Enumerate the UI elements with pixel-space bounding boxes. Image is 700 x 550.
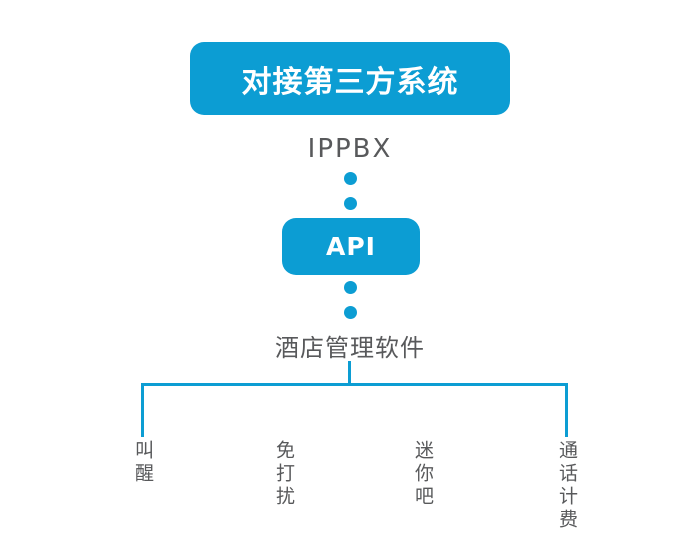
ippbx-label: IPPBX: [307, 134, 393, 164]
third-party-system-label: 对接第三方系统: [241, 64, 459, 100]
tree-horizontal-line: [141, 383, 568, 386]
connector-dot: [344, 281, 357, 294]
api-label: API: [326, 232, 376, 261]
branch-label-call-billing: 通话计费: [556, 440, 578, 532]
tree-right-drop-line: [565, 383, 568, 437]
tree-stem-line: [348, 361, 351, 386]
api-node: API: [282, 218, 420, 275]
tree-left-drop-line: [141, 383, 144, 437]
third-party-system-node: 对接第三方系统: [190, 42, 510, 115]
connector-dot: [344, 197, 357, 210]
hotel-software-label: 酒店管理软件: [275, 334, 425, 362]
branch-label-wakeup-call: 叫醒: [132, 440, 154, 486]
connector-dot: [344, 306, 357, 319]
branch-label-do-not-disturb: 免打扰: [273, 440, 295, 509]
connector-dot: [344, 172, 357, 185]
branch-label-minibar: 迷你吧: [412, 440, 434, 509]
